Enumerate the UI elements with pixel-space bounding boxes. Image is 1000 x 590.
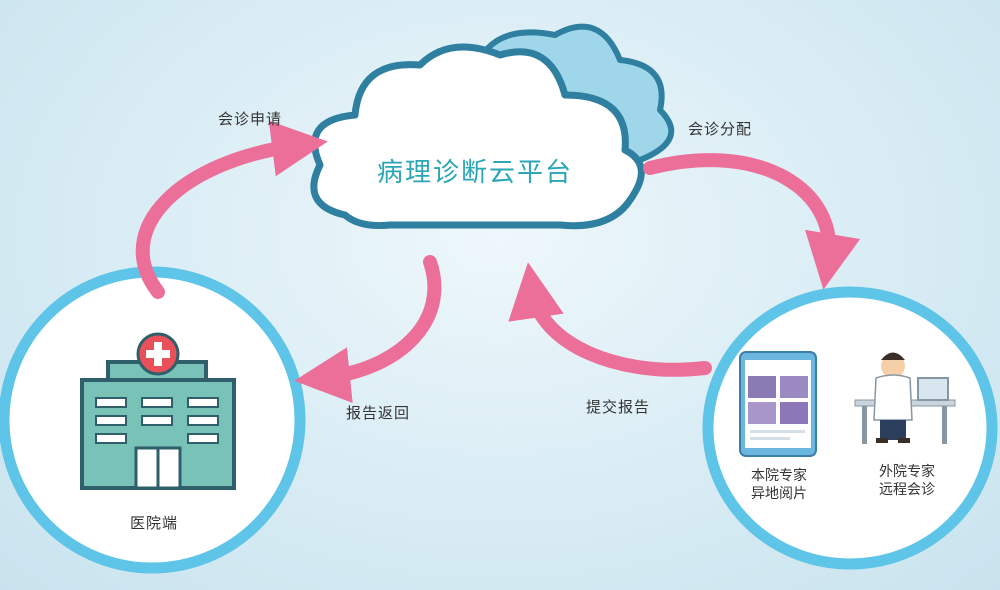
consult-assign-arrow (643, 153, 861, 290)
report-submit-arrow (508, 262, 712, 377)
remote-expert-line1: 外院专家 (879, 463, 935, 479)
consult-request-arrow (135, 120, 328, 299)
doctor-desk-icon (854, 352, 956, 444)
report-return-arrow (294, 255, 442, 403)
local-expert-line2: 异地阅片 (751, 485, 807, 501)
remote-expert-label: 外院专家 远程会诊 (862, 462, 952, 498)
local-expert-line1: 本院专家 (751, 467, 807, 483)
local-expert-label: 本院专家 异地阅片 (734, 466, 824, 502)
report-submit-label: 提交报告 (586, 399, 651, 416)
consult-request-label: 会诊申请 (218, 111, 283, 128)
report-return-label: 报告返回 (346, 405, 411, 422)
tablet-slide-icon (739, 351, 817, 457)
consult-assign-label: 会诊分配 (688, 121, 753, 138)
hospital-icon (80, 332, 236, 490)
hospital-label: 医院端 (130, 515, 179, 532)
cloud-icon (310, 23, 675, 230)
platform-title: 病理诊断云平台 (376, 157, 573, 187)
remote-expert-line2: 远程会诊 (879, 481, 935, 497)
